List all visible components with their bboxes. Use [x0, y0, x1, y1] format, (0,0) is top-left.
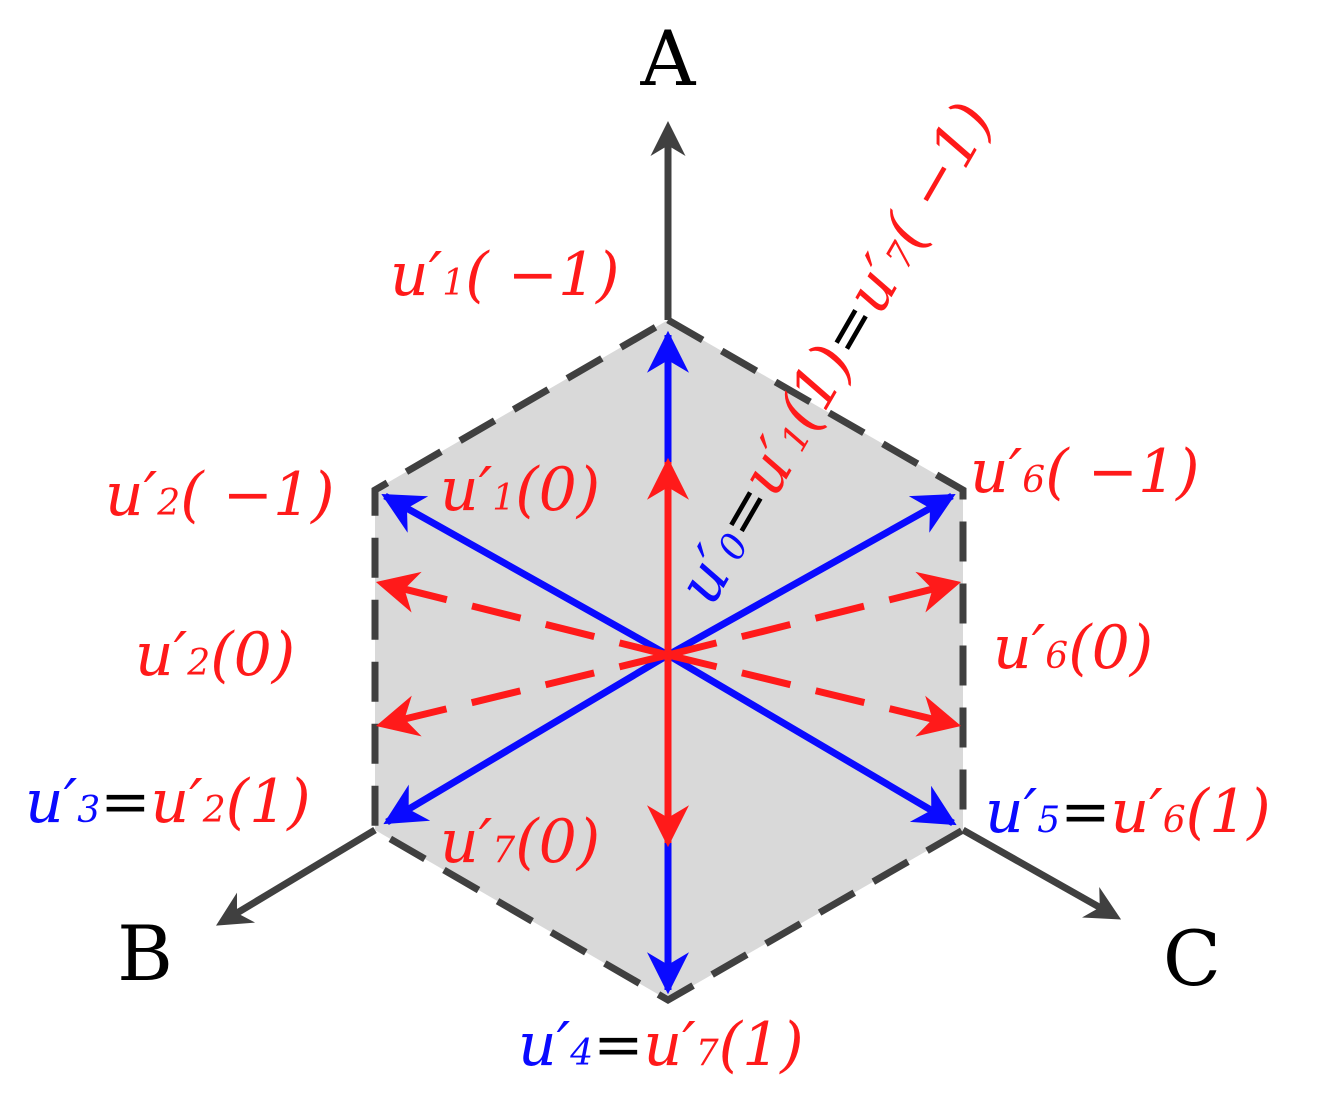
label-u6-0: u′6(0): [993, 613, 1153, 683]
vector-u6-0-lower: [667, 651, 962, 737]
vector-u3: [383, 651, 670, 826]
axis-label-b: B: [117, 909, 173, 998]
red-vectors: [375, 457, 962, 848]
label-u6-neg1: u′6( −1): [970, 437, 1200, 507]
label-u7-0: u′7(0): [440, 807, 600, 877]
vector-u6: [666, 492, 956, 659]
vector-u6-0-upper: [667, 571, 962, 659]
label-u2-neg1: u′2( −1): [105, 460, 335, 530]
vector-u2: [381, 492, 670, 659]
vector-u2-0-lower: [375, 651, 669, 737]
label-u1-neg1: u′1( −1): [390, 240, 620, 310]
label-u2-0: u′2(0): [135, 620, 295, 690]
label-u4-equals: u′4=u′7(1): [518, 1010, 804, 1080]
axis-c: [961, 826, 1122, 920]
vector-u5: [666, 651, 957, 827]
axis-label-a: A: [640, 14, 697, 103]
vector-u2-0-upper: [375, 571, 669, 659]
axis-b: [216, 827, 377, 926]
axis-label-c: C: [1163, 914, 1221, 1003]
label-u5-equals: u′5=u′6(1): [985, 777, 1271, 847]
label-u3-equals: u′3=u′2(1): [25, 767, 311, 837]
label-u1-0: u′1(0): [440, 455, 600, 525]
